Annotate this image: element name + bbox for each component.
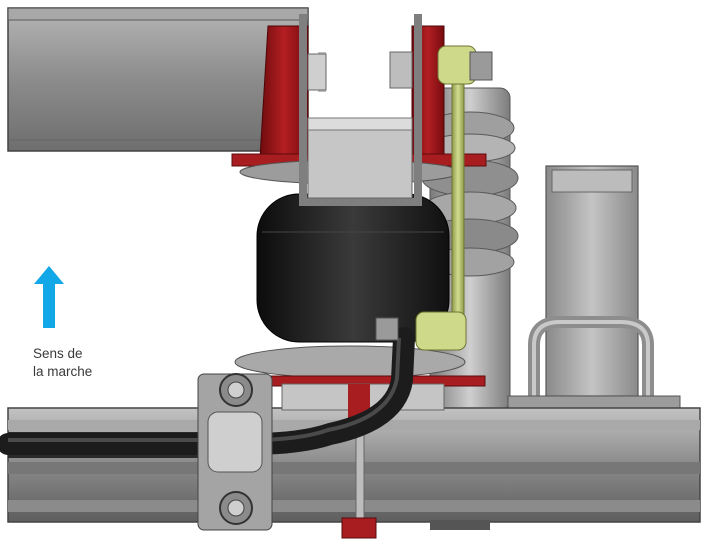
- bar-bushing-clamp: [197, 373, 273, 531]
- stabilizer-link: [375, 45, 493, 351]
- direction-label-line-1: Sens de: [33, 346, 83, 361]
- center-clamp: [299, 14, 422, 206]
- chassis-frame-rail: [7, 7, 309, 152]
- anti-roll-bar: [0, 327, 415, 455]
- direction-of-travel-label: Sens de la marche: [33, 345, 92, 381]
- direction-label-line-2: la marche: [33, 364, 93, 379]
- arrow-up-icon: [34, 266, 64, 328]
